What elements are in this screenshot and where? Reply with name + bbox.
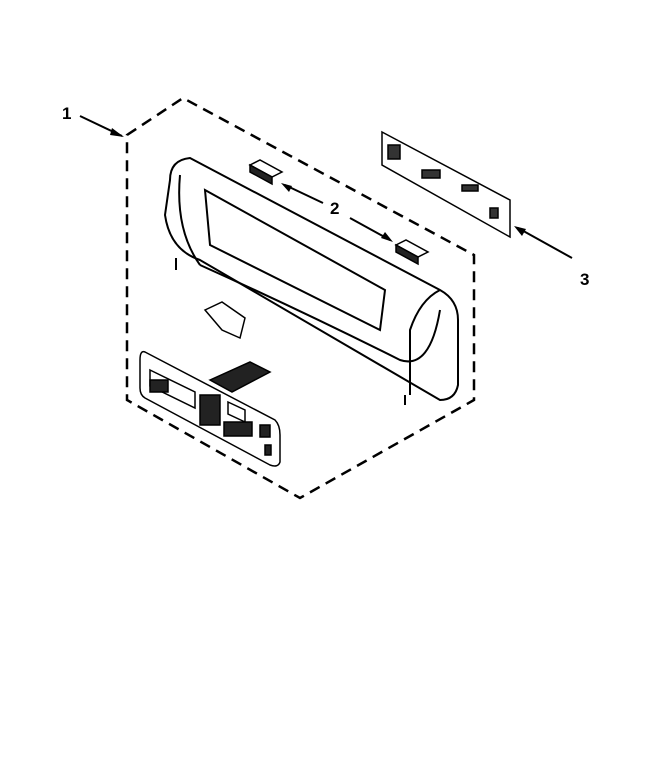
leader-3 (517, 227, 573, 259)
callout-2: 2 (330, 199, 340, 218)
callout-1: 1 (62, 104, 72, 123)
callout-3: 3 (580, 270, 590, 289)
spacer-bottom (394, 239, 430, 266)
touchpad-overlay (139, 350, 281, 467)
bracket (203, 301, 246, 340)
leader-2a (284, 184, 324, 204)
control-board (381, 130, 511, 239)
spacer-top (248, 159, 284, 186)
ribbon-cable (208, 361, 272, 393)
assembly-boundary (125, 96, 476, 500)
control-housing (163, 156, 459, 405)
